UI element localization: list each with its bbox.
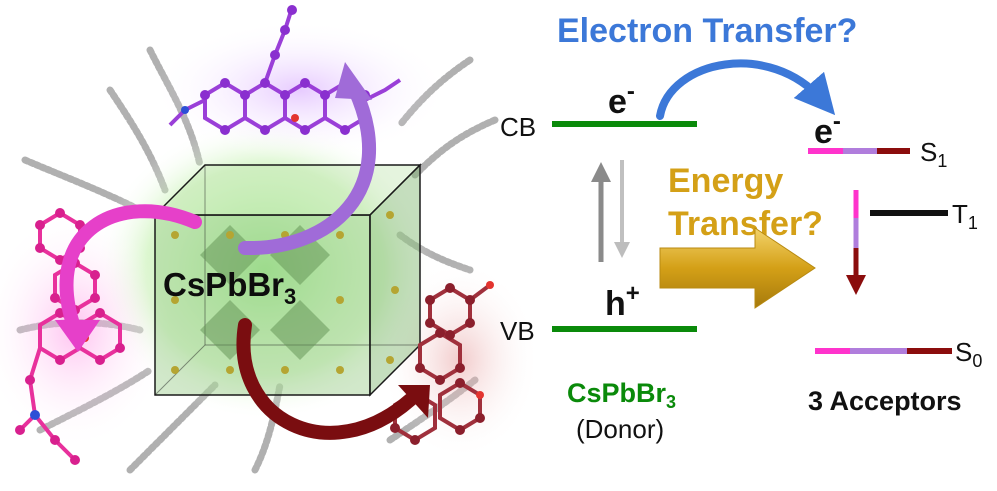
energy-level-diagram: Electron Transfer? CB VB e- h+ Energy Tr… <box>500 12 982 444</box>
s0-subscript: 0 <box>972 351 982 371</box>
s1-subscript: 1 <box>937 151 947 171</box>
donor-name: CsPbBr <box>567 378 667 408</box>
acceptors-label: 3 Acceptors <box>808 386 962 416</box>
purple-molecule-glow <box>150 20 450 160</box>
crystal-label: CsPbBr3 <box>163 266 296 309</box>
nanocrystal-illustration: CsPbBr3 <box>0 5 540 474</box>
pink-transfer-arrowhead <box>55 320 100 352</box>
energy-transfer-arrow <box>659 227 816 309</box>
acceptor-electron-symbol: e <box>814 113 833 151</box>
darkred-transfer-arrow <box>236 318 417 440</box>
s1-label: S1 <box>920 137 947 171</box>
darkred-transfer-arrowhead <box>398 385 430 418</box>
donor-electron-superscript: - <box>627 78 635 105</box>
acceptor-electron-superscript: - <box>833 108 841 135</box>
s0-symbol: S <box>955 337 972 367</box>
donor-role-label: (Donor) <box>576 414 664 444</box>
crystal-label-main: CsPbBr <box>163 266 284 303</box>
s1-symbol: S <box>920 137 937 167</box>
electron-transfer-title: Electron Transfer? <box>557 12 857 50</box>
donor-name-label: CsPbBr3 <box>567 378 676 412</box>
energy-transfer-label-line2: Transfer? <box>668 205 823 243</box>
donor-electron: e- <box>608 78 635 121</box>
crystal-label-subscript: 3 <box>284 284 296 309</box>
s0-label: S0 <box>955 337 982 371</box>
vb-label: VB <box>500 316 535 346</box>
donor-hole-symbol: h <box>605 285 626 323</box>
purple-transfer-arrow <box>238 83 376 256</box>
t1-symbol: T <box>952 199 968 229</box>
electron-transfer-arrow <box>656 59 836 120</box>
t1-label: T1 <box>952 199 978 233</box>
pink-transfer-arrow <box>59 204 202 337</box>
donor-electron-symbol: e <box>608 83 627 121</box>
purple-transfer-arrowhead <box>335 62 372 100</box>
donor-hole: h+ <box>605 280 640 323</box>
donor-name-subscript: 3 <box>666 392 676 412</box>
cb-label: CB <box>500 112 536 142</box>
energy-transfer-label-line1: Energy <box>668 162 783 200</box>
donor-hole-superscript: + <box>626 280 640 307</box>
acceptor-electron: e- <box>814 108 841 151</box>
t1-subscript: 1 <box>968 213 978 233</box>
